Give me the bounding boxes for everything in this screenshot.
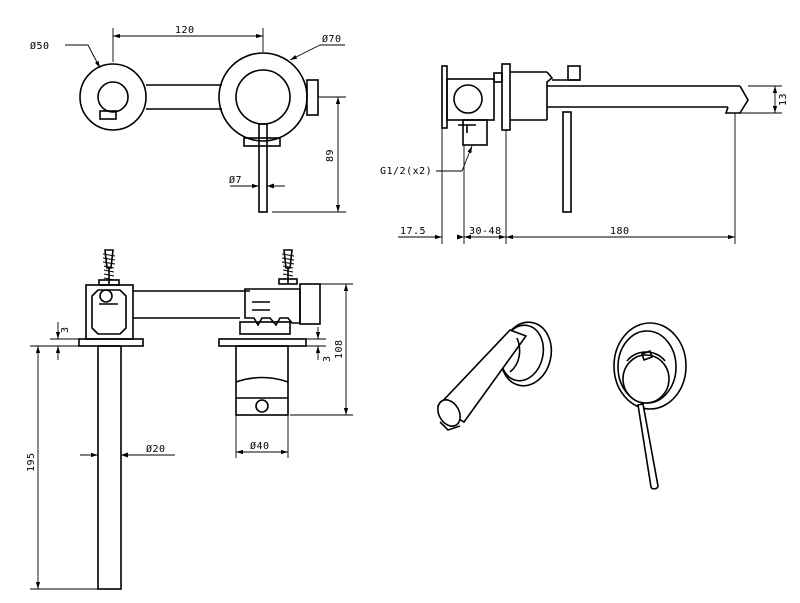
perspective-mixer <box>613 322 687 490</box>
valve-head <box>244 288 301 327</box>
valve-outlet-circle <box>453 84 483 114</box>
left-mounting-screw <box>98 249 120 286</box>
handle-top-cap <box>567 65 581 81</box>
spout-rosette <box>79 63 147 131</box>
spout-tube <box>97 345 122 590</box>
dim-offset: 17.5 <box>400 226 426 237</box>
valve-body-top-lug <box>493 72 503 83</box>
spout-wall-plate <box>78 338 144 347</box>
cartridge-sleeve <box>235 345 289 416</box>
section-view: 3 3 108 Ø20 Ø40 195 <box>26 249 353 590</box>
spout-outlet <box>97 81 129 113</box>
valve-collar <box>239 321 291 335</box>
dim-spout-drop: 13 <box>778 93 789 106</box>
mixer-plate <box>218 52 308 142</box>
mixer-lever-collar <box>243 137 281 147</box>
dim-wall-range: 30-48 <box>469 226 502 237</box>
mixer-lever <box>258 123 268 213</box>
dim-lever-height: 89 <box>325 149 336 162</box>
dim-cartridge-diameter: Ø40 <box>250 440 270 452</box>
side-lever <box>562 111 572 213</box>
dim-plate-diameter: Ø70 <box>322 33 342 45</box>
wall-plate-right <box>501 63 511 131</box>
dim-body-depth: 108 <box>334 339 345 359</box>
dim-spout-length: 180 <box>610 226 630 237</box>
dim-section-spout-length: 195 <box>26 452 37 472</box>
mixer-cartridge-side <box>306 79 319 116</box>
spout-set-screw <box>99 110 117 120</box>
perspective-view <box>436 321 687 490</box>
thread-label: G1/2(x2) <box>380 166 432 177</box>
dim-lever-diameter: Ø7 <box>229 174 242 186</box>
front-view: Ø50 120 Ø70 Ø7 89 <box>30 25 346 213</box>
dim-center-distance: 120 <box>175 25 195 36</box>
valve-inlet-block <box>462 119 488 146</box>
cartridge-screw <box>255 399 269 413</box>
right-mounting-screw <box>278 249 298 285</box>
spout-tip <box>724 85 749 114</box>
perspective-spout <box>436 321 553 431</box>
valve-cap <box>299 283 321 325</box>
valve-wall-plate <box>218 338 307 347</box>
dim-plate-thickness-right: 3 <box>322 355 333 362</box>
dim-spout-tube-diameter: Ø20 <box>146 443 166 455</box>
dim-spout-diameter: Ø50 <box>30 40 50 52</box>
mixer-handle-hub <box>235 69 291 125</box>
side-view: 13 G1/2(x2) 17.5 30-48 180 <box>380 63 789 244</box>
dim-plate-thickness-left: 3 <box>60 326 71 333</box>
